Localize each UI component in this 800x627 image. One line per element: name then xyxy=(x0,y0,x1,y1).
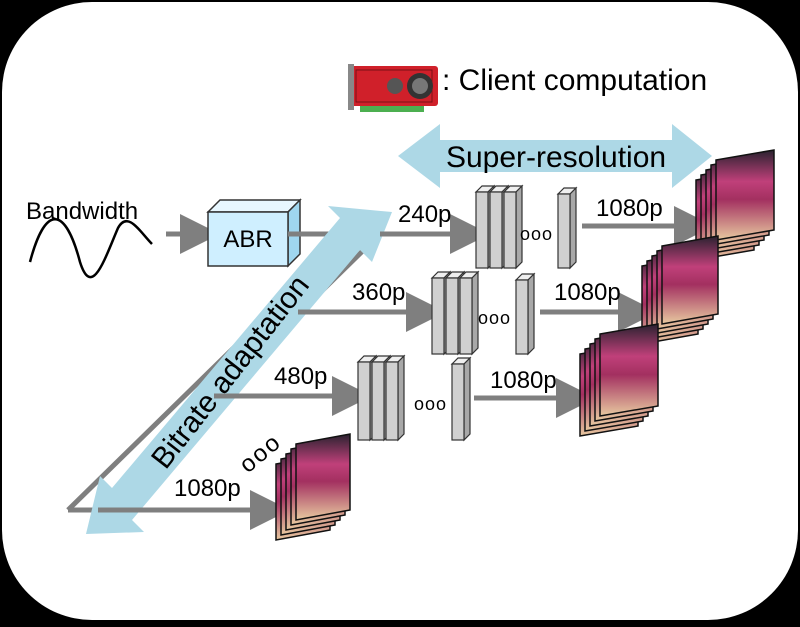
video-frame xyxy=(599,323,659,417)
bandwidth-wave-icon xyxy=(28,218,153,279)
video-frame-stacks xyxy=(275,149,775,541)
resolution-label-480p: 480p xyxy=(274,363,327,390)
bandwidth-label: Bandwidth xyxy=(26,198,138,225)
row-360-layer xyxy=(458,270,480,356)
row-360-dnn-block: ooo xyxy=(430,270,536,356)
row-480-output-label: 1080p xyxy=(490,367,557,394)
legend: : Client computation xyxy=(348,64,707,112)
resolution-label-1080p: 1080p xyxy=(174,475,241,502)
resolution-label-240p: 240p xyxy=(398,201,451,228)
row-240-layers-ellipsis: ooo xyxy=(520,224,553,244)
row-1080-output-frames xyxy=(275,433,351,541)
abr-label: ABR xyxy=(223,226,272,253)
row-360-output-layer xyxy=(514,272,536,356)
video-frame xyxy=(295,433,351,521)
row-480-output-frames xyxy=(579,323,659,437)
abr-box: ABR xyxy=(206,198,302,268)
row-240-layer xyxy=(502,184,524,270)
super-resolution-arrow: Super-resolution xyxy=(398,124,712,188)
row-480-layers-ellipsis: ooo xyxy=(414,394,447,414)
video-frame xyxy=(715,149,775,241)
row-480-output-layer xyxy=(450,356,472,442)
row-360-output-label: 1080p xyxy=(554,279,621,306)
gpu-card-icon xyxy=(348,64,438,112)
row-240-output-layer xyxy=(556,186,578,270)
row-480-dnn-block: ooo xyxy=(356,354,472,442)
super-resolution-label: Super-resolution xyxy=(446,141,666,174)
row-240-output-label: 1080p xyxy=(596,195,663,222)
video-frame xyxy=(661,235,719,325)
row-360-layers-ellipsis: ooo xyxy=(478,308,511,328)
resolution-label-360p: 360p xyxy=(352,279,405,306)
row-240-output-frames xyxy=(695,149,775,261)
row-240-dnn-block: ooo xyxy=(474,184,578,270)
row-480-layer xyxy=(384,354,406,442)
legend-text: : Client computation xyxy=(442,64,707,97)
row-360-output-frames xyxy=(641,235,719,345)
dnn-blocks: ooo ooo ooo xyxy=(356,184,578,442)
